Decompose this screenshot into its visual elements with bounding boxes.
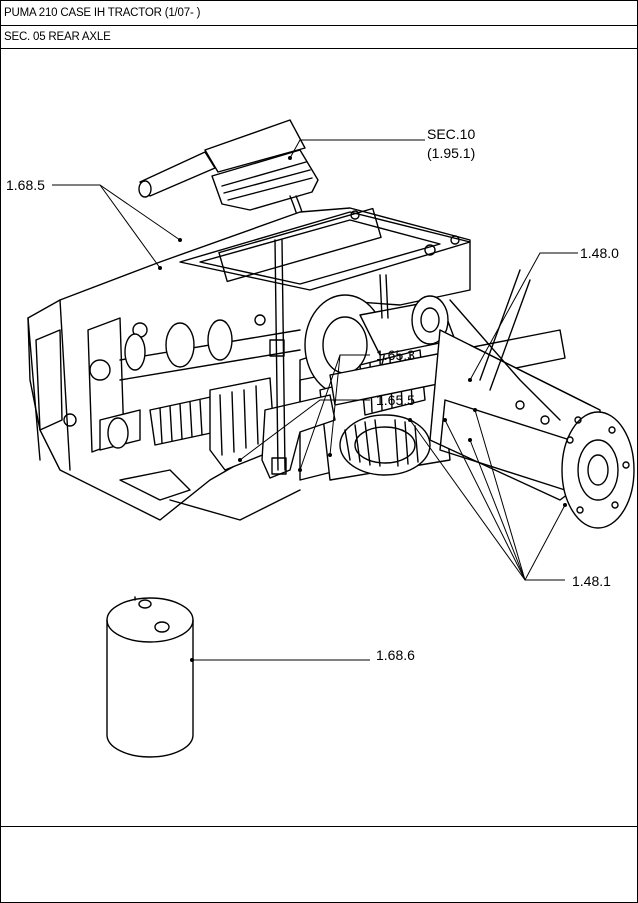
callout-1-65-5: 1.65.5 — [376, 392, 415, 408]
document-title: PUMA 210 CASE IH TRACTOR (1/07- ) — [4, 7, 201, 19]
leader-dots — [158, 156, 567, 662]
axle-housing-icon — [429, 269, 635, 529]
leader-lines — [52, 139, 578, 661]
header-section-row: SEC. 05 REAR AXLE — [1, 26, 637, 49]
header-title-row: PUMA 210 CASE IH TRACTOR (1/07- ) — [1, 1, 637, 26]
gear-lever-icon — [138, 119, 319, 346]
exploded-diagram: SEC.10 (1.95.1) 1.68.5 1.48.0 1.65.3 1.6… — [6, 119, 635, 758]
filter-canister-icon — [106, 596, 194, 758]
callout-sec10-ref: (1.95.1) — [427, 145, 475, 161]
callout-1-48-0: 1.48.0 — [580, 245, 619, 261]
callout-1-48-1: 1.48.1 — [572, 573, 611, 589]
callout-1-65-3: 1.65.3 — [376, 347, 415, 363]
callout-1-68-5: 1.68.5 — [6, 177, 45, 193]
footer-divider — [1, 826, 637, 827]
section-title: SEC. 05 REAR AXLE — [4, 31, 111, 43]
callout-sec10: SEC.10 — [427, 126, 475, 142]
callout-1-68-6: 1.68.6 — [376, 647, 415, 663]
